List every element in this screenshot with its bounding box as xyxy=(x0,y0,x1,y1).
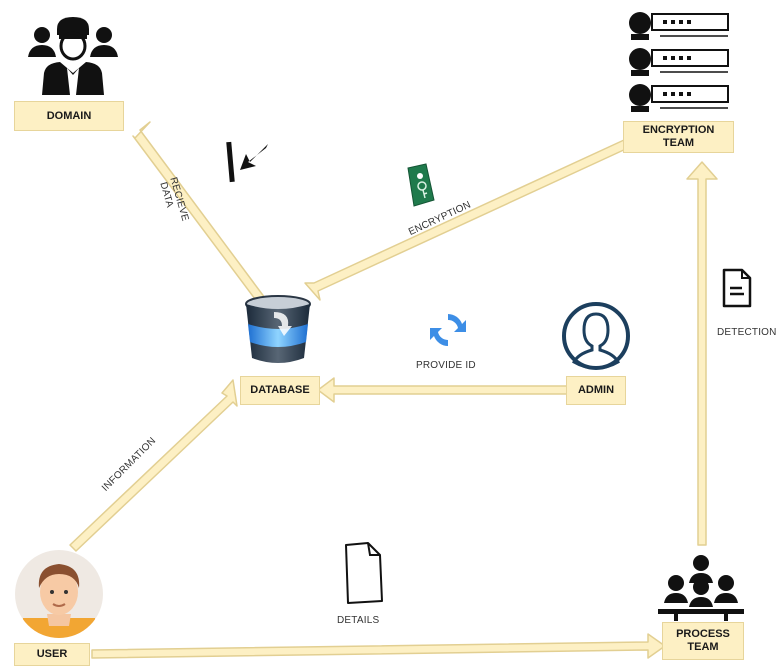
user-avatar-icon xyxy=(15,550,103,638)
arrow-admin-to-database xyxy=(317,377,569,403)
encryption-team-label-line1: ENCRYPTION xyxy=(642,124,715,136)
process-team-node: PROCESS TEAM xyxy=(662,622,744,660)
download-arrow-icon xyxy=(226,141,268,183)
process-team-label-line1: PROCESS xyxy=(676,628,730,640)
encryption-team-node: ENCRYPTION TEAM xyxy=(623,121,734,153)
database-icon xyxy=(245,295,311,363)
database-node: DATABASE xyxy=(240,376,320,405)
database-label: DATABASE xyxy=(250,384,310,396)
admin-node: ADMIN xyxy=(566,376,626,405)
arrow-user-to-database xyxy=(69,379,238,552)
document-icon xyxy=(722,268,752,308)
team-icon xyxy=(658,555,744,621)
arrow-encryption-to-database xyxy=(304,139,629,301)
edge-label-details: DETAILS xyxy=(337,615,380,626)
refresh-icon xyxy=(430,314,466,346)
file-icon xyxy=(345,542,383,604)
domain-node: DOMAIN xyxy=(14,101,124,131)
admin-avatar-icon xyxy=(562,302,630,370)
people-group-icon xyxy=(28,17,118,95)
user-node: USER xyxy=(14,643,90,666)
key-tag-icon xyxy=(407,163,435,207)
arrow-user-to-process xyxy=(91,633,666,659)
edge-label-detection: DETECTION xyxy=(717,327,777,338)
user-label: USER xyxy=(36,648,68,660)
admin-label: ADMIN xyxy=(577,384,615,396)
server-list-icon xyxy=(629,12,729,112)
edge-label-provide-id: PROVIDE ID xyxy=(416,360,476,371)
arrow-process-to-encryption xyxy=(686,161,718,546)
domain-label: DOMAIN xyxy=(46,109,92,122)
process-team-label-line2: TEAM xyxy=(687,641,719,653)
encryption-team-label-line2: TEAM xyxy=(662,137,695,149)
